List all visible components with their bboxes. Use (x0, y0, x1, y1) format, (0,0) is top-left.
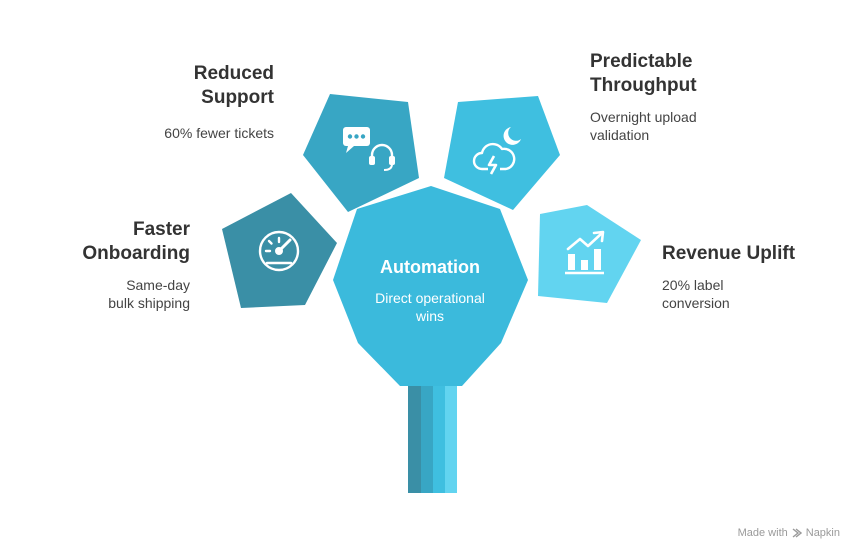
stem-band-2 (421, 378, 433, 493)
center-heptagon (333, 186, 528, 386)
stem-band-1 (408, 378, 421, 493)
footer-attribution: Made with Napkin (738, 527, 840, 539)
stem-band-3 (433, 378, 445, 493)
cloud-night-icon (472, 127, 521, 175)
label-faster-onboarding: Faster Onboarding Same-day bulk shipping (40, 218, 190, 312)
desc-faster-onboarding: Same-day bulk shipping (108, 277, 190, 311)
petal-predictable-throughput (444, 96, 560, 210)
title-revenue-uplift: Revenue Uplift (662, 243, 796, 264)
title-faster-onboarding: Faster Onboarding (82, 219, 190, 264)
label-revenue-uplift: Revenue Uplift 20% label conversion (662, 242, 842, 312)
made-with-label: Made with (737, 527, 788, 539)
speedometer-icon (258, 230, 300, 272)
growth-chart-icon (565, 230, 605, 275)
title-reduced-support: Reduced Support (193, 63, 274, 108)
label-predictable-throughput: Predictable Throughput Overnight upload … (590, 50, 750, 144)
napkin-logo-icon (792, 528, 802, 538)
support-chat-icon (343, 127, 395, 171)
center-title: Automation (380, 257, 480, 277)
stem-band-4 (445, 378, 457, 493)
petal-revenue-uplift (538, 205, 641, 303)
title-predictable-throughput: Predictable Throughput (590, 51, 697, 96)
brand-label: Napkin (805, 527, 840, 539)
label-reduced-support: Reduced Support 60% fewer tickets (124, 62, 274, 142)
center-label: Automation Direct operational wins (355, 255, 505, 325)
petal-reduced-support (303, 94, 419, 212)
desc-revenue-uplift: 20% label conversion (662, 277, 730, 311)
desc-predictable-throughput: Overnight upload validation (590, 109, 697, 143)
stem (408, 378, 457, 493)
desc-reduced-support: 60% fewer tickets (164, 125, 274, 141)
center-subtitle: Direct operational wins (375, 290, 485, 324)
